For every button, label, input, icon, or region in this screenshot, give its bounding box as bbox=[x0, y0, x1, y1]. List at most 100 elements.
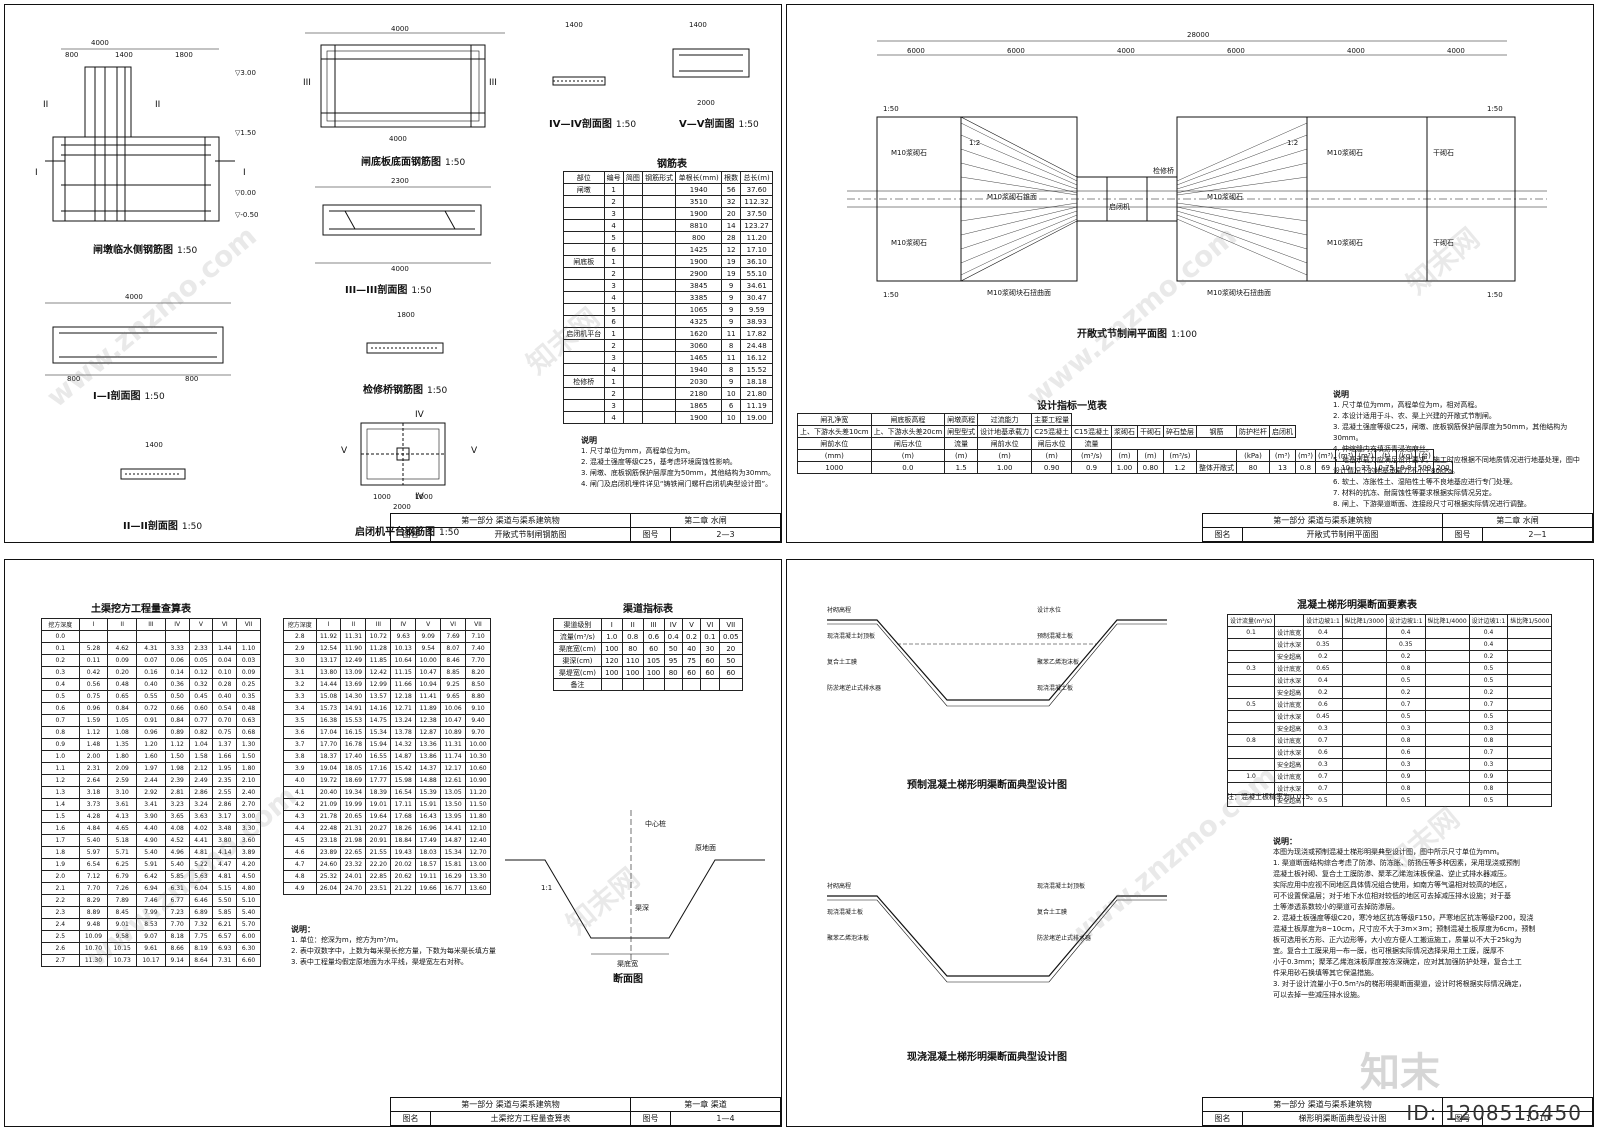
table-cell: 设计底宽 bbox=[1274, 662, 1305, 675]
table-cell: 13.30 bbox=[465, 870, 491, 883]
table-header bbox=[1274, 614, 1305, 627]
table-cell: 0.9 bbox=[41, 738, 80, 751]
table-cell: 3.5 bbox=[283, 714, 317, 727]
table-cell: 8.53 bbox=[136, 918, 166, 931]
table-header: IV bbox=[390, 618, 417, 631]
table-cell: 12.61 bbox=[440, 774, 467, 787]
table-cell: 主要工程量 bbox=[1031, 413, 1073, 426]
table-cell bbox=[563, 351, 605, 364]
table-cell bbox=[641, 267, 677, 280]
table-cell: 3.48 bbox=[212, 822, 238, 835]
table-cell: 3.41 bbox=[136, 798, 166, 811]
label-ratio: 1:2 bbox=[1287, 139, 1298, 147]
dim-total: 28000 bbox=[1187, 31, 1209, 39]
table-cell: 防护栏杆 bbox=[1235, 425, 1270, 438]
tb-chapter bbox=[1443, 1098, 1593, 1112]
table-cell: 0.2 bbox=[1385, 686, 1426, 699]
table-cell bbox=[700, 678, 720, 691]
note-line: 土等渗透系数较小的渠道可去掉防渗层。 bbox=[1273, 903, 1399, 911]
table-cell: 0.2 bbox=[1468, 686, 1509, 699]
table-cell: 23.51 bbox=[365, 882, 392, 895]
table-cell: 1.4 bbox=[41, 798, 80, 811]
table-cell: 3.17 bbox=[212, 810, 238, 823]
table-cell: 1.8 bbox=[41, 846, 80, 859]
table-cell: 3.8 bbox=[283, 750, 317, 763]
table-cell: 0.75 bbox=[212, 726, 238, 739]
table-cell: 设计水深 bbox=[1274, 746, 1305, 759]
table-cell: 0.12 bbox=[188, 666, 214, 679]
table-cell: 0.3 bbox=[1468, 722, 1509, 735]
table-cell: 15.52 bbox=[740, 363, 773, 376]
table-cell: 8.80 bbox=[465, 690, 491, 703]
table-cell: 0.20 bbox=[107, 666, 138, 679]
table-cell: 100 bbox=[621, 666, 644, 679]
label-bridge: 检修桥 bbox=[1153, 166, 1174, 175]
table-cell: 32 bbox=[721, 195, 742, 208]
table-cell bbox=[1424, 698, 1470, 711]
table-cell bbox=[1507, 794, 1553, 807]
table-cell: 设计底宽 bbox=[1274, 770, 1305, 783]
table-cell bbox=[1507, 638, 1553, 651]
table-cell: 16.12 bbox=[740, 351, 773, 364]
table-cell: 1.04 bbox=[188, 738, 214, 751]
table-cell bbox=[641, 243, 677, 256]
table-cell: 112.32 bbox=[740, 195, 773, 208]
svg-text:4000: 4000 bbox=[391, 265, 409, 273]
table-cell: 2.0 bbox=[41, 870, 80, 883]
table-cell: 0.80 bbox=[1136, 461, 1164, 474]
tb-part: 第一部分 渠道与渠系建筑物 bbox=[391, 514, 631, 528]
table-cell: (m³) bbox=[1268, 449, 1296, 462]
table-cell: 闸后水位 bbox=[870, 437, 946, 450]
table-cell bbox=[1226, 758, 1276, 771]
table-cell: 13.95 bbox=[440, 810, 467, 823]
table-cell: 50 bbox=[663, 642, 683, 655]
table-cell: 14.37 bbox=[415, 762, 442, 775]
table-cell: 2.9 bbox=[283, 642, 317, 655]
table-cell: 0.9 bbox=[1071, 461, 1112, 474]
table-cell: 15.34 bbox=[365, 726, 392, 739]
note-line: 2. 表中双数字中，上数为每米渠长挖方量，下数为每米渠长填方量 bbox=[291, 947, 496, 955]
table-cell: 9 bbox=[721, 375, 742, 388]
table-cell: 2.33 bbox=[188, 642, 214, 655]
tb-no-label: 图号 bbox=[631, 1112, 671, 1126]
table-cell: 22.85 bbox=[365, 870, 392, 883]
table-cell bbox=[1341, 710, 1387, 723]
table-cell: 4.80 bbox=[236, 882, 261, 895]
table-cell: 2.81 bbox=[164, 786, 190, 799]
note-line: 8. 闸上、下游渠道断面、连接段尺寸可根据实际情况进行调整。 bbox=[1333, 500, 1531, 508]
table-cell: 13.78 bbox=[390, 726, 417, 739]
table-cell: 3.24 bbox=[188, 798, 214, 811]
table-cell bbox=[1341, 686, 1387, 699]
table-cell bbox=[641, 183, 677, 196]
table-cell: 0.42 bbox=[78, 666, 109, 679]
table-cell: 19.01 bbox=[365, 798, 392, 811]
table-cell bbox=[563, 387, 605, 400]
table-cell bbox=[600, 678, 623, 691]
table-header: IV bbox=[164, 618, 190, 631]
table-cell: 0.2 bbox=[1303, 686, 1343, 699]
svg-text:I: I bbox=[35, 168, 38, 178]
table-cell: 3.2 bbox=[283, 678, 317, 691]
sheet-sluice-plan: 28000 6000 6000 4000 6000 4000 4000 M10浆… bbox=[786, 4, 1594, 543]
table-cell: 0.7 bbox=[1303, 734, 1343, 747]
table-cell: 3.73 bbox=[78, 798, 109, 811]
table-cell: 11 bbox=[721, 351, 742, 364]
table-cell: 14 bbox=[721, 219, 742, 232]
table-cell: 检修桥 bbox=[563, 375, 605, 388]
table-cell: 2.7 bbox=[41, 954, 80, 967]
svg-text:1000: 1000 bbox=[373, 493, 391, 501]
svg-text:IV: IV bbox=[415, 410, 425, 420]
table-cell: 4.9 bbox=[283, 882, 317, 895]
table-cell: 5.40 bbox=[236, 906, 261, 919]
table-cell: 1.20 bbox=[136, 738, 166, 751]
note-line: 5. 地基承载力应满足设计要求。施工时应根据不同地质情况进行地基处理，图中 bbox=[1333, 456, 1580, 464]
